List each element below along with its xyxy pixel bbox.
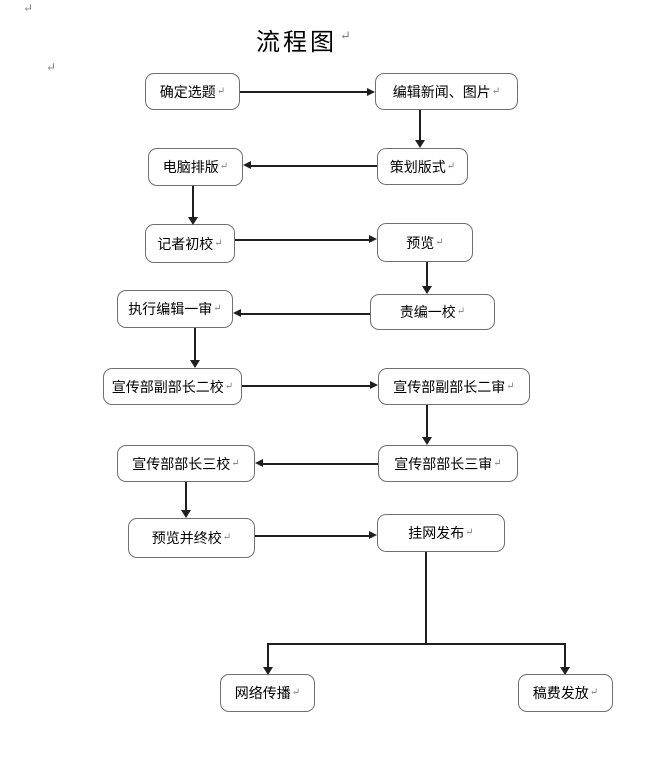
node-director-third-review[interactable]: 宣传部部长三审↵ xyxy=(378,445,518,482)
paragraph-mark-icon: ↵ xyxy=(491,85,501,97)
node-deputy-director-second-review[interactable]: 宣传部副部长二审↵ xyxy=(378,368,530,405)
paragraph-mark-icon: ↵ xyxy=(446,160,456,172)
edge-reporterproof-to-preview-line xyxy=(235,239,369,241)
node-label: 预览 xyxy=(406,236,435,252)
edge-publish-to-network-line xyxy=(267,643,269,668)
paragraph-mark-icon: ↵ xyxy=(456,306,466,317)
node-label: 策划版式 xyxy=(389,160,446,176)
paragraph-mark-icon: ↵ xyxy=(214,237,223,249)
arrowhead-right-icon xyxy=(369,235,377,243)
edge-determine-to-edit-line xyxy=(240,91,368,93)
arrowhead-down-icon xyxy=(263,667,273,675)
arrowhead-down-icon xyxy=(181,510,191,518)
node-label: 责编一校 xyxy=(399,306,456,321)
node-label: 挂网发布 xyxy=(408,527,465,542)
edge-thirdreview-to-thirdproof-line xyxy=(263,463,378,465)
edge-plan-to-typeset-line xyxy=(251,165,377,167)
edge-secondreview-to-thirdreview-line xyxy=(426,405,428,438)
node-computer-typesetting[interactable]: 电脑排版↵ xyxy=(148,148,243,186)
edge-preview-to-chiefproof-line xyxy=(426,262,428,287)
node-label: 网络传播 xyxy=(234,687,291,702)
arrowhead-down-icon xyxy=(560,667,570,675)
node-executive-editor-first-review[interactable]: 执行编辑一审↵ xyxy=(117,290,233,328)
edge-firstreview-to-secondproof-line xyxy=(194,328,196,361)
node-label: 电脑排版 xyxy=(162,161,219,176)
edge-secondproof-to-secondreview-line xyxy=(242,385,370,387)
edge-publish-to-fee-line xyxy=(564,643,566,668)
edge-publish-branch-line xyxy=(268,643,565,645)
paragraph-mark-icon: ↵ xyxy=(506,380,515,392)
node-label: 稿费发放 xyxy=(532,687,589,702)
edge-finalproof-to-publish-line xyxy=(255,535,369,537)
edge-typeset-to-reporterproof-line xyxy=(192,186,194,218)
arrowhead-right-icon xyxy=(367,88,375,96)
node-label: 确定选题 xyxy=(159,85,216,101)
node-fee-payment[interactable]: 稿费发放↵ xyxy=(518,674,613,712)
paragraph-mark-icon: ↵ xyxy=(589,687,599,698)
node-label: 宣传部副部长二审 xyxy=(393,380,506,396)
paragraph-mark-icon: ↵ xyxy=(465,527,474,538)
node-determine-topic[interactable]: 确定选题↵ xyxy=(145,73,240,110)
edge-edit-to-plan-line xyxy=(419,110,421,141)
arrowhead-right-icon xyxy=(369,531,377,539)
paragraph-mark-icon: ↵ xyxy=(435,236,444,248)
node-publish-online[interactable]: 挂网发布↵ xyxy=(377,514,505,552)
node-chief-editor-first-proof[interactable]: 责编一校↵ xyxy=(370,294,495,330)
arrowhead-down-icon xyxy=(415,140,425,148)
node-label: 编辑新闻、图片 xyxy=(392,85,491,101)
node-plan-layout[interactable]: 策划版式↵ xyxy=(377,148,468,185)
paragraph-mark-icon: ↵ xyxy=(291,687,301,698)
node-reporter-first-proof[interactable]: 记者初校↵ xyxy=(145,224,235,263)
arrowhead-right-icon xyxy=(370,381,378,389)
node-network-spread[interactable]: 网络传播↵ xyxy=(220,674,315,712)
node-director-third-proof[interactable]: 宣传部部长三校↵ xyxy=(117,445,255,482)
node-label: 宣传部部长三校 xyxy=(132,457,231,473)
paragraph-mark-icon: ↵ xyxy=(340,28,351,43)
edge-chiefproof-to-firstreview-line xyxy=(241,313,370,315)
paragraph-mark-icon: ↵ xyxy=(231,457,240,469)
arrowhead-down-icon xyxy=(188,217,198,225)
arrowhead-down-icon xyxy=(422,286,432,294)
node-edit-news-images[interactable]: 编辑新闻、图片↵ xyxy=(375,73,518,110)
paragraph-mark-icon: ↵ xyxy=(493,457,502,469)
paragraph-mark-icon: ↵ xyxy=(213,303,222,314)
paragraph-mark-icon: ↵ xyxy=(222,532,232,543)
node-label: 执行编辑一审 xyxy=(128,303,213,318)
edge-publish-stem-line xyxy=(425,552,427,644)
node-preview[interactable]: 预览↵ xyxy=(377,223,473,262)
paragraph-mark-icon: ↵ xyxy=(23,1,34,15)
edge-thirdproof-to-finalproof-line xyxy=(185,482,187,511)
paragraph-mark-icon: ↵ xyxy=(219,161,229,172)
node-deputy-director-second-proof[interactable]: 宣传部副部长二校↵ xyxy=(103,368,242,405)
arrowhead-left-icon xyxy=(243,161,251,169)
page-title: 流程图 xyxy=(256,30,337,56)
node-preview-final-proof[interactable]: 预览并终校↵ xyxy=(128,518,255,558)
paragraph-mark-icon: ↵ xyxy=(46,60,57,74)
arrowhead-down-icon xyxy=(190,360,200,368)
node-label: 记者初校 xyxy=(157,237,214,253)
node-label: 宣传部部长三审 xyxy=(394,457,493,473)
paragraph-mark-icon: ↵ xyxy=(224,380,234,392)
arrowhead-down-icon xyxy=(422,437,432,445)
arrowhead-left-icon xyxy=(255,459,263,467)
paragraph-mark-icon: ↵ xyxy=(216,85,226,97)
node-label: 预览并终校 xyxy=(151,532,222,547)
arrowhead-left-icon xyxy=(233,309,241,317)
node-label: 宣传部副部长二校 xyxy=(111,380,224,396)
